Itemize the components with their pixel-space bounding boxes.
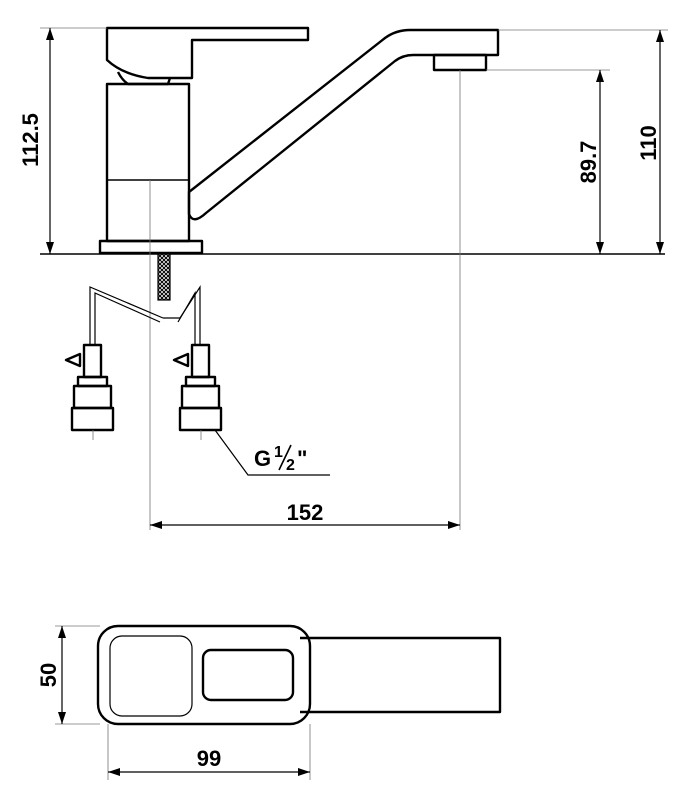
handle-top-outer xyxy=(96,624,312,726)
aerator xyxy=(432,53,488,72)
dimension-body-width-label: 50 xyxy=(36,663,61,687)
flex-hose-left xyxy=(89,286,164,345)
dimension-body-width: 50 xyxy=(36,625,100,725)
thread-prefix: G xyxy=(254,446,271,471)
flex-hose-left-inner xyxy=(94,292,161,345)
dimension-body-length-label: 99 xyxy=(197,746,221,771)
thread-denominator: 2 xyxy=(286,457,295,474)
hose-connector-left xyxy=(64,343,115,440)
dimension-total-height: 112.5 xyxy=(18,27,107,254)
thread-leader-line xyxy=(214,429,330,476)
side-view: G 1 2 " 112.5 89.7 110 xyxy=(18,26,668,530)
dimension-spout-reach-label: 152 xyxy=(287,500,324,525)
thread-label: G 1 2 " xyxy=(254,444,307,474)
dimension-spout-clearance-label: 89.7 xyxy=(576,141,601,184)
dimension-spout-reach: 152 xyxy=(150,500,460,529)
handle-top-inner xyxy=(109,635,193,717)
dimension-spout-height-label: 110 xyxy=(636,125,661,161)
spout xyxy=(187,28,500,221)
lever-handle xyxy=(105,26,310,80)
faucet-body xyxy=(105,82,191,243)
dimension-total-height-label: 112.5 xyxy=(18,113,43,167)
handle-neck xyxy=(116,71,172,86)
flex-hose-right-inner xyxy=(177,290,196,345)
base-plate xyxy=(98,239,204,255)
dimension-body-length: 99 xyxy=(107,724,311,780)
thread-numerator: 1 xyxy=(274,444,283,461)
threaded-stud xyxy=(157,253,171,301)
handle-top-window xyxy=(201,648,295,702)
top-view: 50 99 xyxy=(36,624,502,780)
hose-connector-right xyxy=(172,343,223,440)
dimension-spout-clearance: 89.7 xyxy=(486,69,610,254)
spout-top-view xyxy=(300,636,502,714)
thread-suffix: " xyxy=(297,446,307,471)
dimension-spout-height: 110 xyxy=(498,29,668,254)
